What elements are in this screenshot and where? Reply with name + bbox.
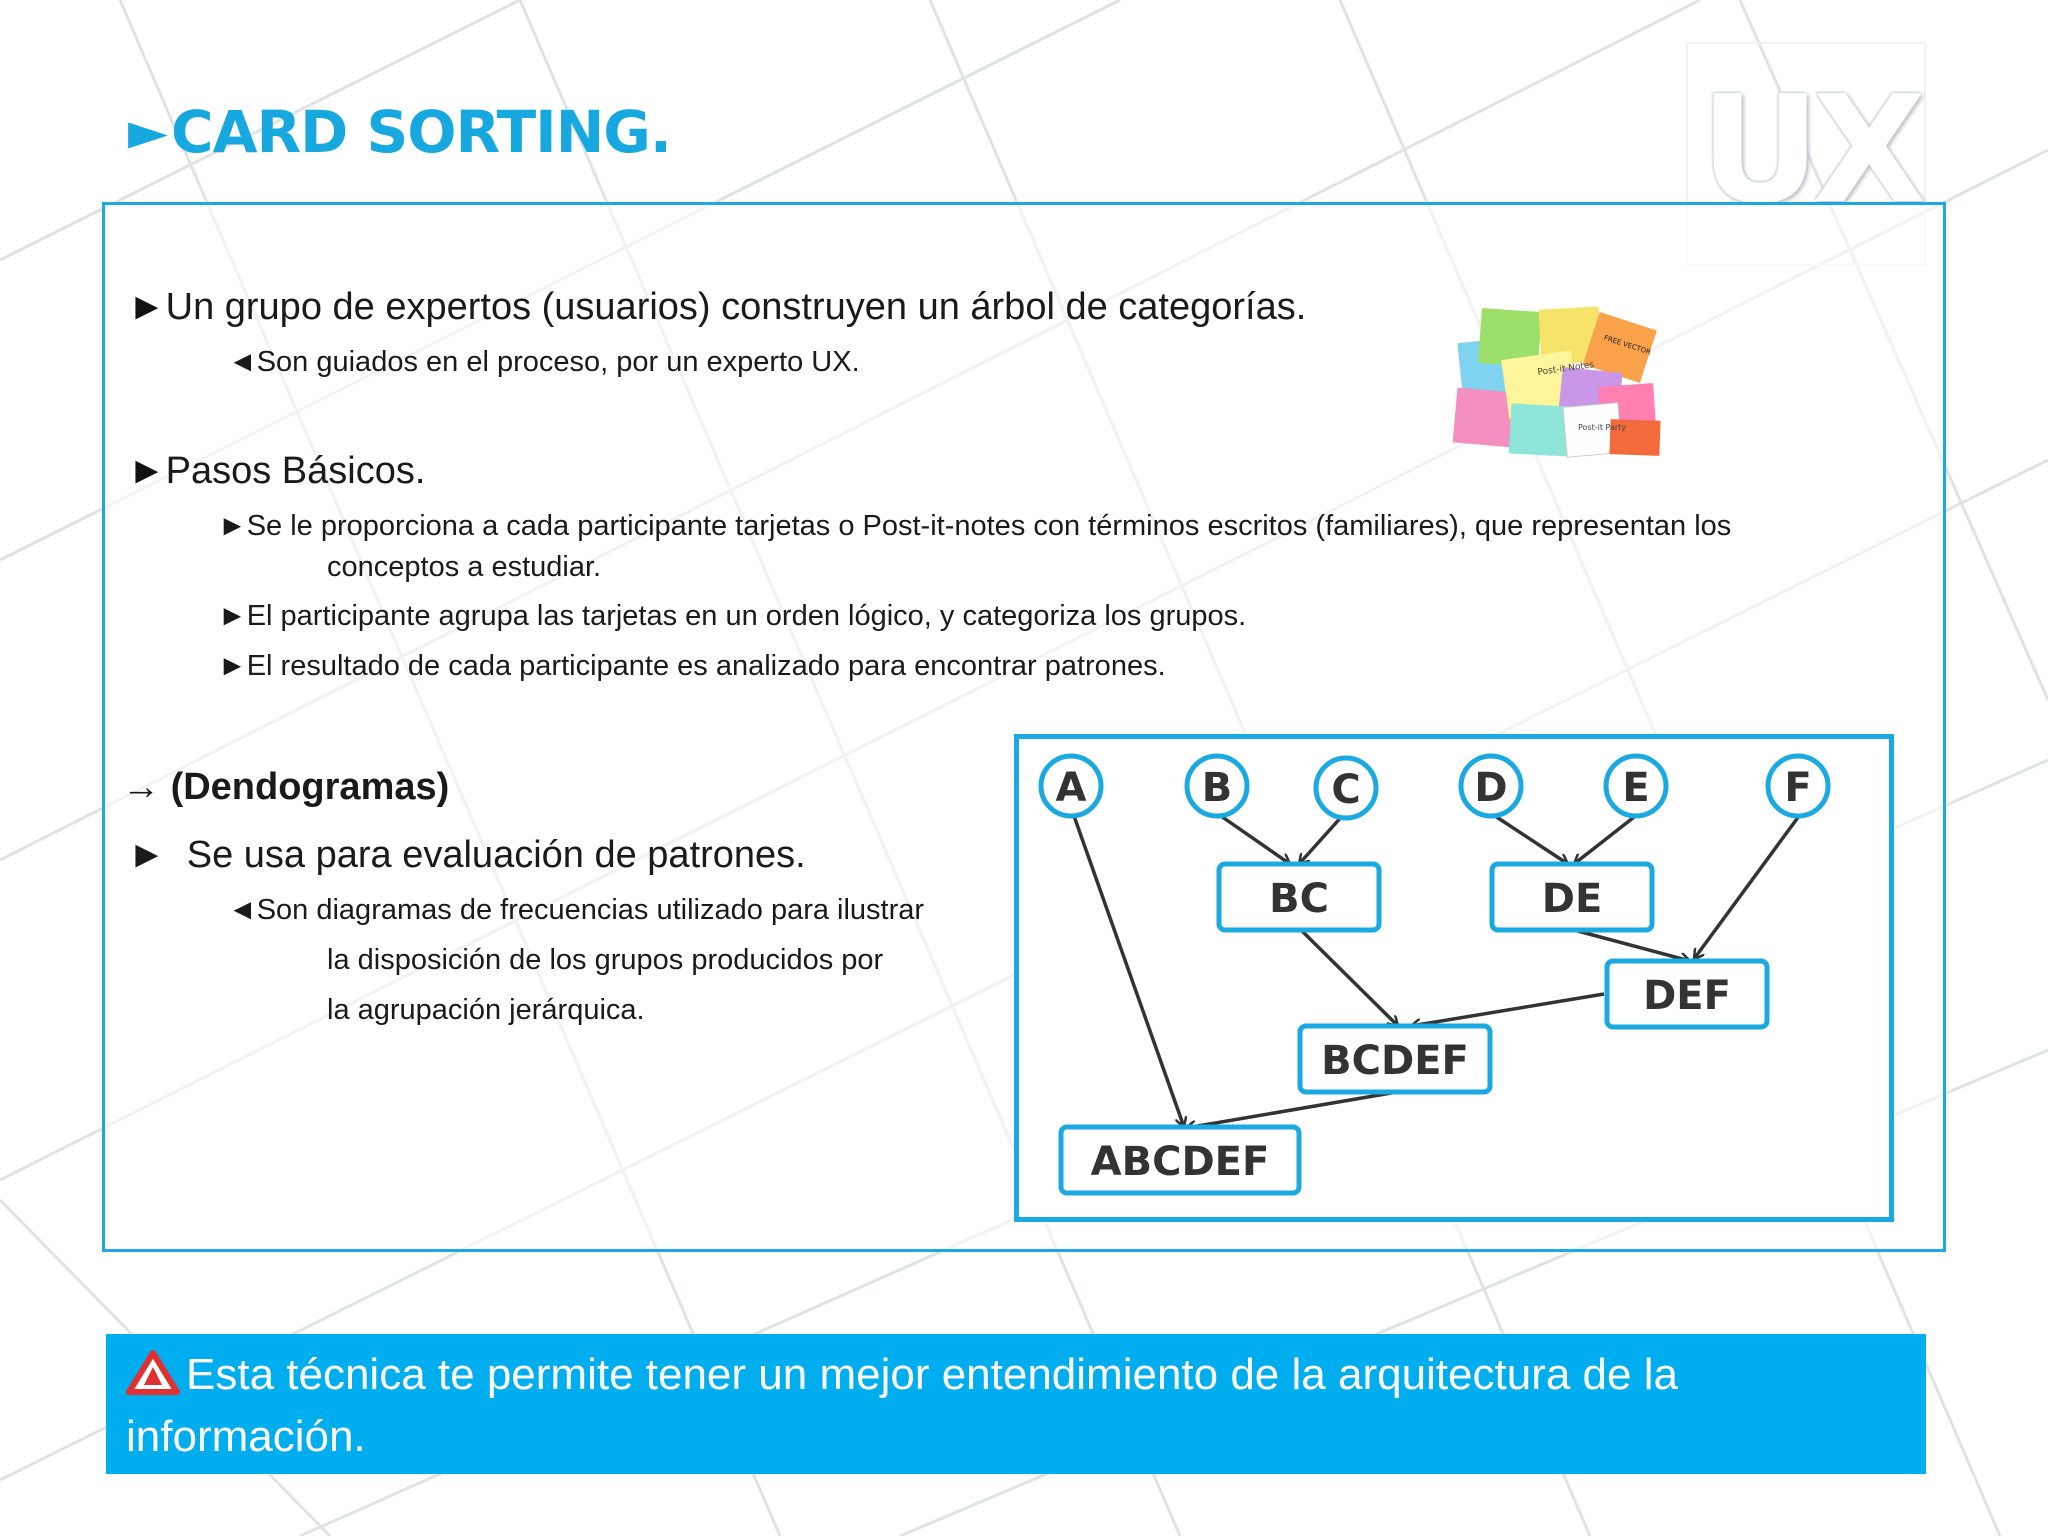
dendogram-point: ► Se usa para evaluación de patrones. — [128, 834, 806, 877]
group-node-ABCDEF — [1058, 1124, 1302, 1196]
bullet-arrow-icon: ► — [218, 510, 247, 542]
edge-E-DE — [1574, 812, 1640, 864]
point-1-text: Un grupo de expertos (usuarios) construy… — [165, 286, 1307, 328]
dendogram-heading-text: (Dendogramas) — [170, 766, 450, 808]
left-arrow-icon: ◄ — [228, 894, 257, 926]
leaf-label-C: C — [1331, 767, 1360, 813]
slide-title: ► CARD SORTING. — [128, 98, 672, 166]
leaf-label-D: D — [1474, 765, 1507, 811]
bullet-arrow-icon: ► — [128, 450, 166, 492]
dendogram-diagram: A B C D E F BC DE DEF BCDEF ABCDEF — [1038, 753, 1831, 1196]
edge-F-DEF — [1694, 814, 1801, 959]
group-label-DEF: DEF — [1643, 973, 1731, 1019]
footer-text-line-1: Esta técnica te permite tener un mejor e… — [186, 1350, 1678, 1399]
footer-banner — [106, 1334, 1926, 1474]
group-label-DE: DE — [1542, 876, 1603, 922]
bullet-arrow-icon: ► — [128, 834, 166, 876]
dendogram-desc-1: ◄Son diagramas de frecuencias utilizado … — [228, 894, 924, 927]
warning-icon — [126, 1350, 180, 1395]
group-node-DE — [1489, 861, 1655, 933]
leaf-node-C — [1313, 755, 1379, 821]
group-label-ABCDEF: ABCDEF — [1091, 1139, 1270, 1185]
edge-BCDEF-ABCDEF — [1186, 1090, 1398, 1128]
post-it-notes-image: Post-it Notes Post-it Party FREE VECTOR — [1452, 306, 1661, 458]
step-3: ►El resultado de cada participante es an… — [218, 650, 1166, 683]
dendogram-desc-1-text: Son diagramas de frecuencias utilizado p… — [256, 894, 925, 926]
bullet-arrow-icon: ► — [128, 286, 166, 328]
group-node-BCDEF — [1297, 1023, 1493, 1095]
bullet-point-2: ►Pasos Básicos. — [128, 450, 425, 493]
leaf-label-E: E — [1622, 765, 1649, 811]
point-2-text: Pasos Básicos. — [165, 450, 426, 492]
edge-D-DE — [1491, 812, 1568, 866]
dendogram-desc-2: la disposición de los grupos producidos … — [327, 944, 884, 976]
dendogram-desc-3: la agrupación jerárquica. — [327, 994, 645, 1026]
title-text: CARD SORTING. — [171, 98, 672, 166]
group-label-BCDEF: BCDEF — [1321, 1038, 1469, 1084]
step-1-continued: conceptos a estudiar. — [327, 551, 602, 583]
edge-DE-DEF — [1573, 928, 1690, 961]
leaf-node-A — [1038, 753, 1104, 819]
step-1: ►Se le proporciona a cada participante t… — [218, 510, 1731, 543]
sub-point-1-text: Son guiados en el proceso, por un expert… — [256, 346, 860, 378]
right-arrow-icon: → — [122, 766, 160, 808]
bullet-point-1: ►Un grupo de expertos (usuarios) constru… — [128, 286, 1306, 329]
dendogram-point-text: Se usa para evaluación de patrones. — [186, 834, 806, 876]
edge-A-ABCDEF — [1072, 815, 1184, 1127]
leaf-node-D — [1458, 753, 1524, 819]
group-node-DEF — [1604, 958, 1770, 1030]
leaf-node-F — [1765, 753, 1831, 819]
sub-point-1: ◄Son guiados en el proceso, por un exper… — [228, 346, 860, 379]
edge-DEF-BCDEF — [1411, 992, 1605, 1026]
dendogram-heading: → (Dendogramas) — [122, 766, 449, 809]
edge-BC-BCDEF — [1299, 928, 1398, 1026]
group-label-BC: BC — [1269, 876, 1329, 922]
leaf-label-A: A — [1056, 765, 1087, 811]
footer-text: Esta técnica te permite tener un mejor e… — [126, 1344, 1916, 1468]
edge-C-BC — [1299, 812, 1346, 864]
leaf-node-E — [1603, 753, 1669, 819]
leaf-node-B — [1184, 753, 1250, 819]
step-3-text: El resultado de cada participante es ana… — [246, 650, 1166, 682]
group-node-BC — [1216, 861, 1382, 933]
footer-text-line-2: información. — [126, 1412, 366, 1461]
postit-label-2: Post-it Party — [1578, 423, 1626, 432]
leaf-label-B: B — [1202, 765, 1233, 811]
left-arrow-icon: ◄ — [228, 346, 257, 378]
title-marker: ► — [128, 102, 168, 162]
step-1-text: Se le proporciona a cada participante ta… — [246, 510, 1732, 542]
bullet-arrow-icon: ► — [218, 650, 247, 682]
step-2: ►El participante agrupa las tarjetas en … — [218, 600, 1246, 633]
edge-B-BC — [1217, 812, 1290, 866]
leaf-label-F: F — [1784, 765, 1811, 811]
bullet-arrow-icon: ► — [218, 600, 247, 632]
step-2-text: El participante agrupa las tarjetas en u… — [246, 600, 1247, 632]
